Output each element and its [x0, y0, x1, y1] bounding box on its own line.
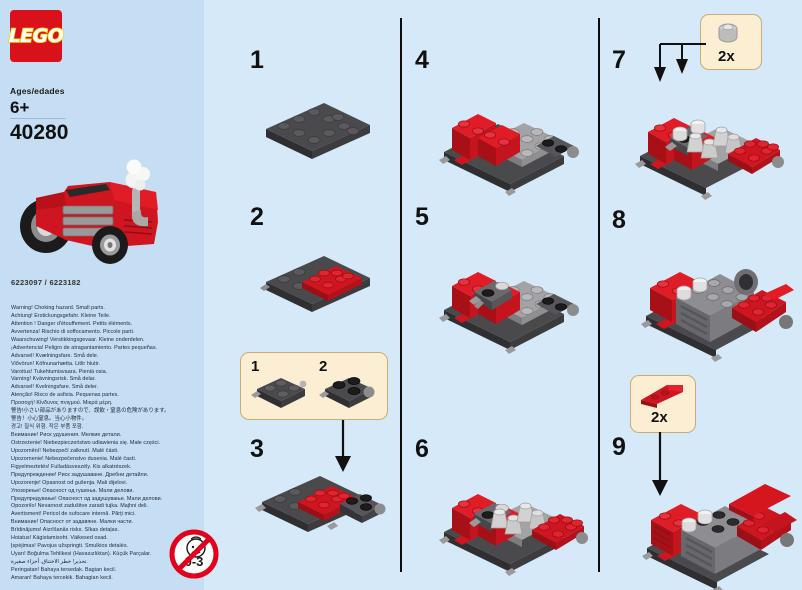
callout-branch-arrows	[654, 43, 706, 82]
warning-line: Upozorenje! Opasnost od gušenja. Mali di…	[11, 479, 128, 486]
warning-line: ¡Advertencia! Peligro de atragantamiento…	[11, 344, 158, 351]
ages-label: Ages/edades	[10, 86, 65, 96]
step-8-build	[628, 238, 798, 362]
warning-line: Upozornění! Nebezpečí zalknutí. Malé čás…	[11, 447, 119, 454]
step-7-build	[628, 74, 793, 200]
product-info-sidebar: LEGO Ages/edades 6+ 40280	[0, 0, 219, 590]
warning-line: Attention ! Danger d'étouffement. Petits…	[11, 320, 133, 327]
lego-logo: LEGO	[8, 10, 65, 62]
warning-line: Viðvörun! Köfnunarhætta. Litlir hlutir.	[11, 360, 101, 367]
warning-line: Waarschuwing! Verstikkingsgevaar. Kleine…	[11, 336, 145, 343]
wedge-2x-callout: 2x	[630, 375, 696, 433]
warning-line: Advarsel! Kvælningsfare. Små dele.	[11, 352, 99, 359]
warning-line: Opozorilo! Nevarnost zadušitve zaradi tu…	[11, 503, 149, 510]
warning-line: Atenção! Risco de asfixia. Pequenas part…	[11, 392, 119, 399]
warning-line: Hoiatus! Kägistamisoht. Väikesed osad.	[11, 535, 108, 542]
callout-substep-1: 1	[251, 358, 260, 375]
warning-line: Varning! Kvävningsrisk. Små delar.	[11, 376, 96, 383]
sub-assembly-callout: 1 2	[240, 352, 388, 420]
warning-line: Upozornenie! Nebezpečenstvo dusenia. Mal…	[11, 455, 137, 462]
part-codes: 6223097 / 6223182	[11, 278, 81, 287]
callout-substep-2: 2	[319, 358, 328, 375]
warning-line: Avertisment! Pericol de sufocare internă…	[11, 511, 136, 518]
warning-line: Amaran! Bahaya tercekik. Bahagian kecil.	[11, 574, 113, 581]
step-number-5: 5	[415, 203, 429, 231]
step-1-build	[258, 95, 378, 165]
callout-quantity: 2x	[718, 48, 735, 65]
step-number-8: 8	[612, 206, 626, 234]
step-3-build	[250, 460, 390, 550]
step-number-9: 9	[612, 433, 626, 461]
warning-line: Įspėjimas! Pavojus užspringti. Smulkios …	[11, 543, 129, 550]
step-number-1: 1	[250, 46, 264, 74]
warning-line: 경고! 질식 위험. 작은 부품 포함.	[11, 424, 84, 431]
warning-line: Avvertenza! Rischio di soffocamento. Pic…	[11, 328, 135, 335]
step-number-3: 3	[250, 435, 264, 463]
step-number-6: 6	[415, 435, 429, 463]
set-number: 40280	[10, 121, 69, 144]
step-number-2: 2	[250, 203, 264, 231]
stud-2x-callout: 2x	[700, 14, 762, 70]
safety-warnings-list: Warning! Choking hazard. Small parts. Ac…	[11, 305, 197, 583]
column-divider	[598, 18, 600, 572]
warning-line: Предупреждение! Риск задушаване. Дребни …	[11, 471, 149, 478]
warning-line: Предупредување! Опасност од задушување. …	[11, 495, 163, 502]
warning-line: Peringatan! Bahaya tersedak. Bagian keci…	[11, 566, 117, 573]
step-2-build	[258, 248, 388, 328]
step-number-4: 4	[415, 46, 429, 74]
warning-line: Varoitus! Tukehtumisvaara. Pieniä osia.	[11, 368, 108, 375]
warning-line: 警告！小心窒息。当心小物件。	[11, 416, 88, 423]
warning-line: Внимание! Риск удушения. Мелкие детали.	[11, 432, 122, 438]
warning-line: Achtung! Erstickungsgefahr. Kleine Teile…	[11, 312, 111, 319]
warning-line: 警告!小さい部品がありますので、誤飲・窒息の危険があります。	[11, 408, 170, 415]
age-value: 6+	[10, 99, 66, 119]
step-6-build	[432, 460, 592, 576]
step-5-build	[432, 238, 592, 354]
warning-line: Προσοχή! Κίνδυνος πνιγμού. Μικρά μέρη.	[11, 400, 113, 407]
warning-line: Warning! Choking hazard. Small parts.	[11, 305, 105, 311]
callout-arrow	[335, 420, 351, 472]
warning-line: Advarsel! Kvelningsfare. Små deler.	[11, 384, 99, 391]
callout-quantity: 2x	[651, 409, 668, 426]
warning-line: Ostrzeżenie! Niebezpieczeństwo udławieni…	[11, 439, 161, 446]
warning-line: Brīdinājums! Aizrīšanās risks. Sīkas det…	[11, 527, 120, 534]
callout-arrow	[652, 432, 668, 496]
warning-line: Figyelmeztetés! Fulladásveszély. Kis alk…	[11, 463, 132, 470]
step-number-7: 7	[612, 46, 626, 74]
lego-logo-text: LEGO	[8, 24, 65, 47]
warning-line: Внимание! Опасност от задавяне. Малки ча…	[11, 519, 134, 526]
warning-line: Упозорење! Опасност од гушења. Мали дело…	[11, 487, 135, 494]
warning-line: Uyarı! Boğulma Tehlikesi (Havasızlıktan)…	[11, 551, 152, 558]
step-9-build	[625, 440, 800, 590]
no-children-under-3-icon: 0-3	[168, 528, 220, 580]
model-hero-image	[6, 148, 196, 273]
column-divider	[400, 18, 402, 572]
step-4-build	[432, 80, 592, 196]
warning-line: تحذير! خطر الاختناق. أجزاء صغيرة.	[11, 559, 88, 565]
